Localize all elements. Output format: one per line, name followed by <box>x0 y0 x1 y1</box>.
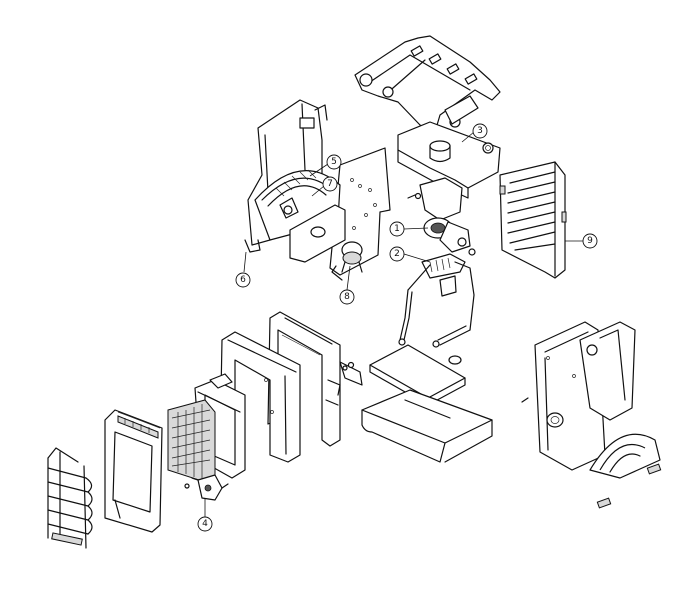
callout-5: 5 <box>326 154 342 170</box>
callout-4-label: 4 <box>202 519 208 529</box>
callout-7: 7 <box>322 176 338 192</box>
callout-6-label: 6 <box>240 275 246 285</box>
front-wire-guard <box>47 447 93 549</box>
callout-1: 1 <box>389 221 405 237</box>
callout-2: 2 <box>389 246 405 262</box>
callout-7-label: 7 <box>327 179 333 189</box>
callout-3: 3 <box>472 123 488 139</box>
hardware-fasteners <box>184 361 355 489</box>
callout-1-label: 1 <box>394 224 400 234</box>
burner-valve <box>191 474 229 501</box>
regulator-knob <box>341 241 363 273</box>
callout-5-label: 5 <box>331 157 337 167</box>
callout-8-label: 8 <box>344 292 350 302</box>
callout-6: 6 <box>235 272 251 288</box>
callout-8: 8 <box>339 289 355 305</box>
inner-back-plate <box>329 147 391 281</box>
lower-tray-upper <box>369 344 466 406</box>
leader-lines <box>204 131 583 518</box>
callout-2-label: 2 <box>394 249 400 259</box>
front-bezel <box>104 409 163 533</box>
top-handle-frame <box>354 35 501 133</box>
left-rear-housing <box>244 99 346 263</box>
right-side-housing <box>521 321 662 509</box>
side-grille-panel <box>499 161 567 279</box>
ceramic-burner-grid <box>167 399 216 483</box>
callout-3-label: 3 <box>477 126 483 136</box>
callout-9: 9 <box>582 233 598 249</box>
top-cover-housing <box>397 121 501 221</box>
callout-9-label: 9 <box>587 236 593 246</box>
callout-4: 4 <box>197 516 213 532</box>
base-tray <box>361 389 493 463</box>
pilot-assembly <box>398 253 475 348</box>
gas-valve-assembly <box>423 217 476 256</box>
